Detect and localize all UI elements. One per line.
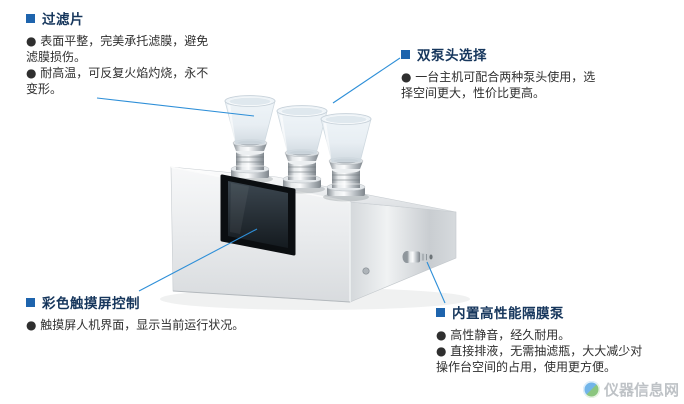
callout-line-filter: [96, 97, 255, 117]
device-right-face: [349, 201, 457, 303]
bullet-square-icon: [401, 49, 410, 59]
callout-diaphragm-pump-title: 内置高性能隔膜泵: [452, 306, 564, 322]
watermark-text: 仪器信息网: [603, 381, 679, 399]
watermark-logo-icon: [582, 381, 600, 398]
filter-funnel-left: [223, 94, 277, 185]
callout-touchscreen: 彩色触摸屏控制 ● 触摸屏人机界面，显示当前运行状况。: [26, 292, 276, 333]
callout-bullet: ● 一台主机可配合两种泵头使用，选择空间更大，性价比更高。: [401, 70, 596, 100]
callout-pump-head: 双泵头选择 ● 一台主机可配合两种泵头使用，选择空间更大，性价比更高。: [401, 44, 601, 101]
callout-bullet: ● 直接排液，无需抽滤瓶，大大减少对操作台空间的占用，使用更方便。: [436, 344, 643, 374]
callout-line-diaphragm-pump: [426, 261, 446, 304]
callout-lines: [96, 57, 446, 304]
watermark: 仪器信息网: [582, 379, 679, 400]
bullet-square-icon: [26, 13, 35, 23]
bullet-square-icon: [436, 307, 445, 317]
callout-diaphragm-pump-header: 内置高性能隔膜泵: [436, 302, 648, 322]
callout-diaphragm-pump: 内置高性能隔膜泵 ● 高性静音，经久耐用。 ● 直接排液，无需抽滤瓶，大大减少对…: [436, 302, 648, 375]
callout-filter-title: 过滤片: [42, 12, 84, 28]
callout-touchscreen-title: 彩色触摸屏控制: [42, 296, 140, 312]
callout-pump-head-header: 双泵头选择: [401, 44, 601, 64]
callout-bullet: ● 高性静音，经久耐用。: [436, 328, 571, 342]
callout-filter-body: ● 表面平整，完美承托滤膜，避免滤膜损伤。 ● 耐高温，可反复火焰灼烧，永不变形…: [26, 33, 216, 97]
device-bottom-edge: [172, 290, 351, 303]
callout-bullet: ● 耐高温，可反复火焰灼烧，永不变形。: [26, 66, 209, 96]
callout-pump-head-title: 双泵头选择: [417, 48, 487, 64]
callout-filter-header: 过滤片: [26, 8, 216, 28]
callout-touchscreen-body: ● 触摸屏人机界面，显示当前运行状况。: [26, 317, 276, 333]
callout-filter: 过滤片 ● 表面平整，完美承托滤膜，避免滤膜损伤。 ● 耐高温，可反复火焰灼烧，…: [26, 8, 216, 97]
callout-pump-head-body: ● 一台主机可配合两种泵头使用，选择空间更大，性价比更高。: [401, 69, 601, 101]
drain-port-icon: [362, 267, 370, 275]
filter-funnel-middle: [275, 104, 329, 195]
touchscreen-display: [220, 174, 296, 256]
filter-funnel-right: [319, 112, 373, 203]
bullet-square-icon: [26, 297, 35, 307]
callout-touchscreen-header: 彩色触摸屏控制: [26, 292, 276, 312]
device-illustration: [160, 94, 470, 310]
callout-bullet: ● 触摸屏人机界面，显示当前运行状况。: [26, 318, 245, 332]
outlet-nozzle-icon: [402, 251, 433, 263]
callout-line-touchscreen: [138, 228, 258, 292]
callout-bullet: ● 表面平整，完美承托滤膜，避免滤膜损伤。: [26, 34, 209, 64]
callout-line-pump-head: [332, 57, 401, 104]
callout-diaphragm-pump-body: ● 高性静音，经久耐用。 ● 直接排液，无需抽滤瓶，大大减少对操作台空间的占用，…: [436, 327, 648, 375]
